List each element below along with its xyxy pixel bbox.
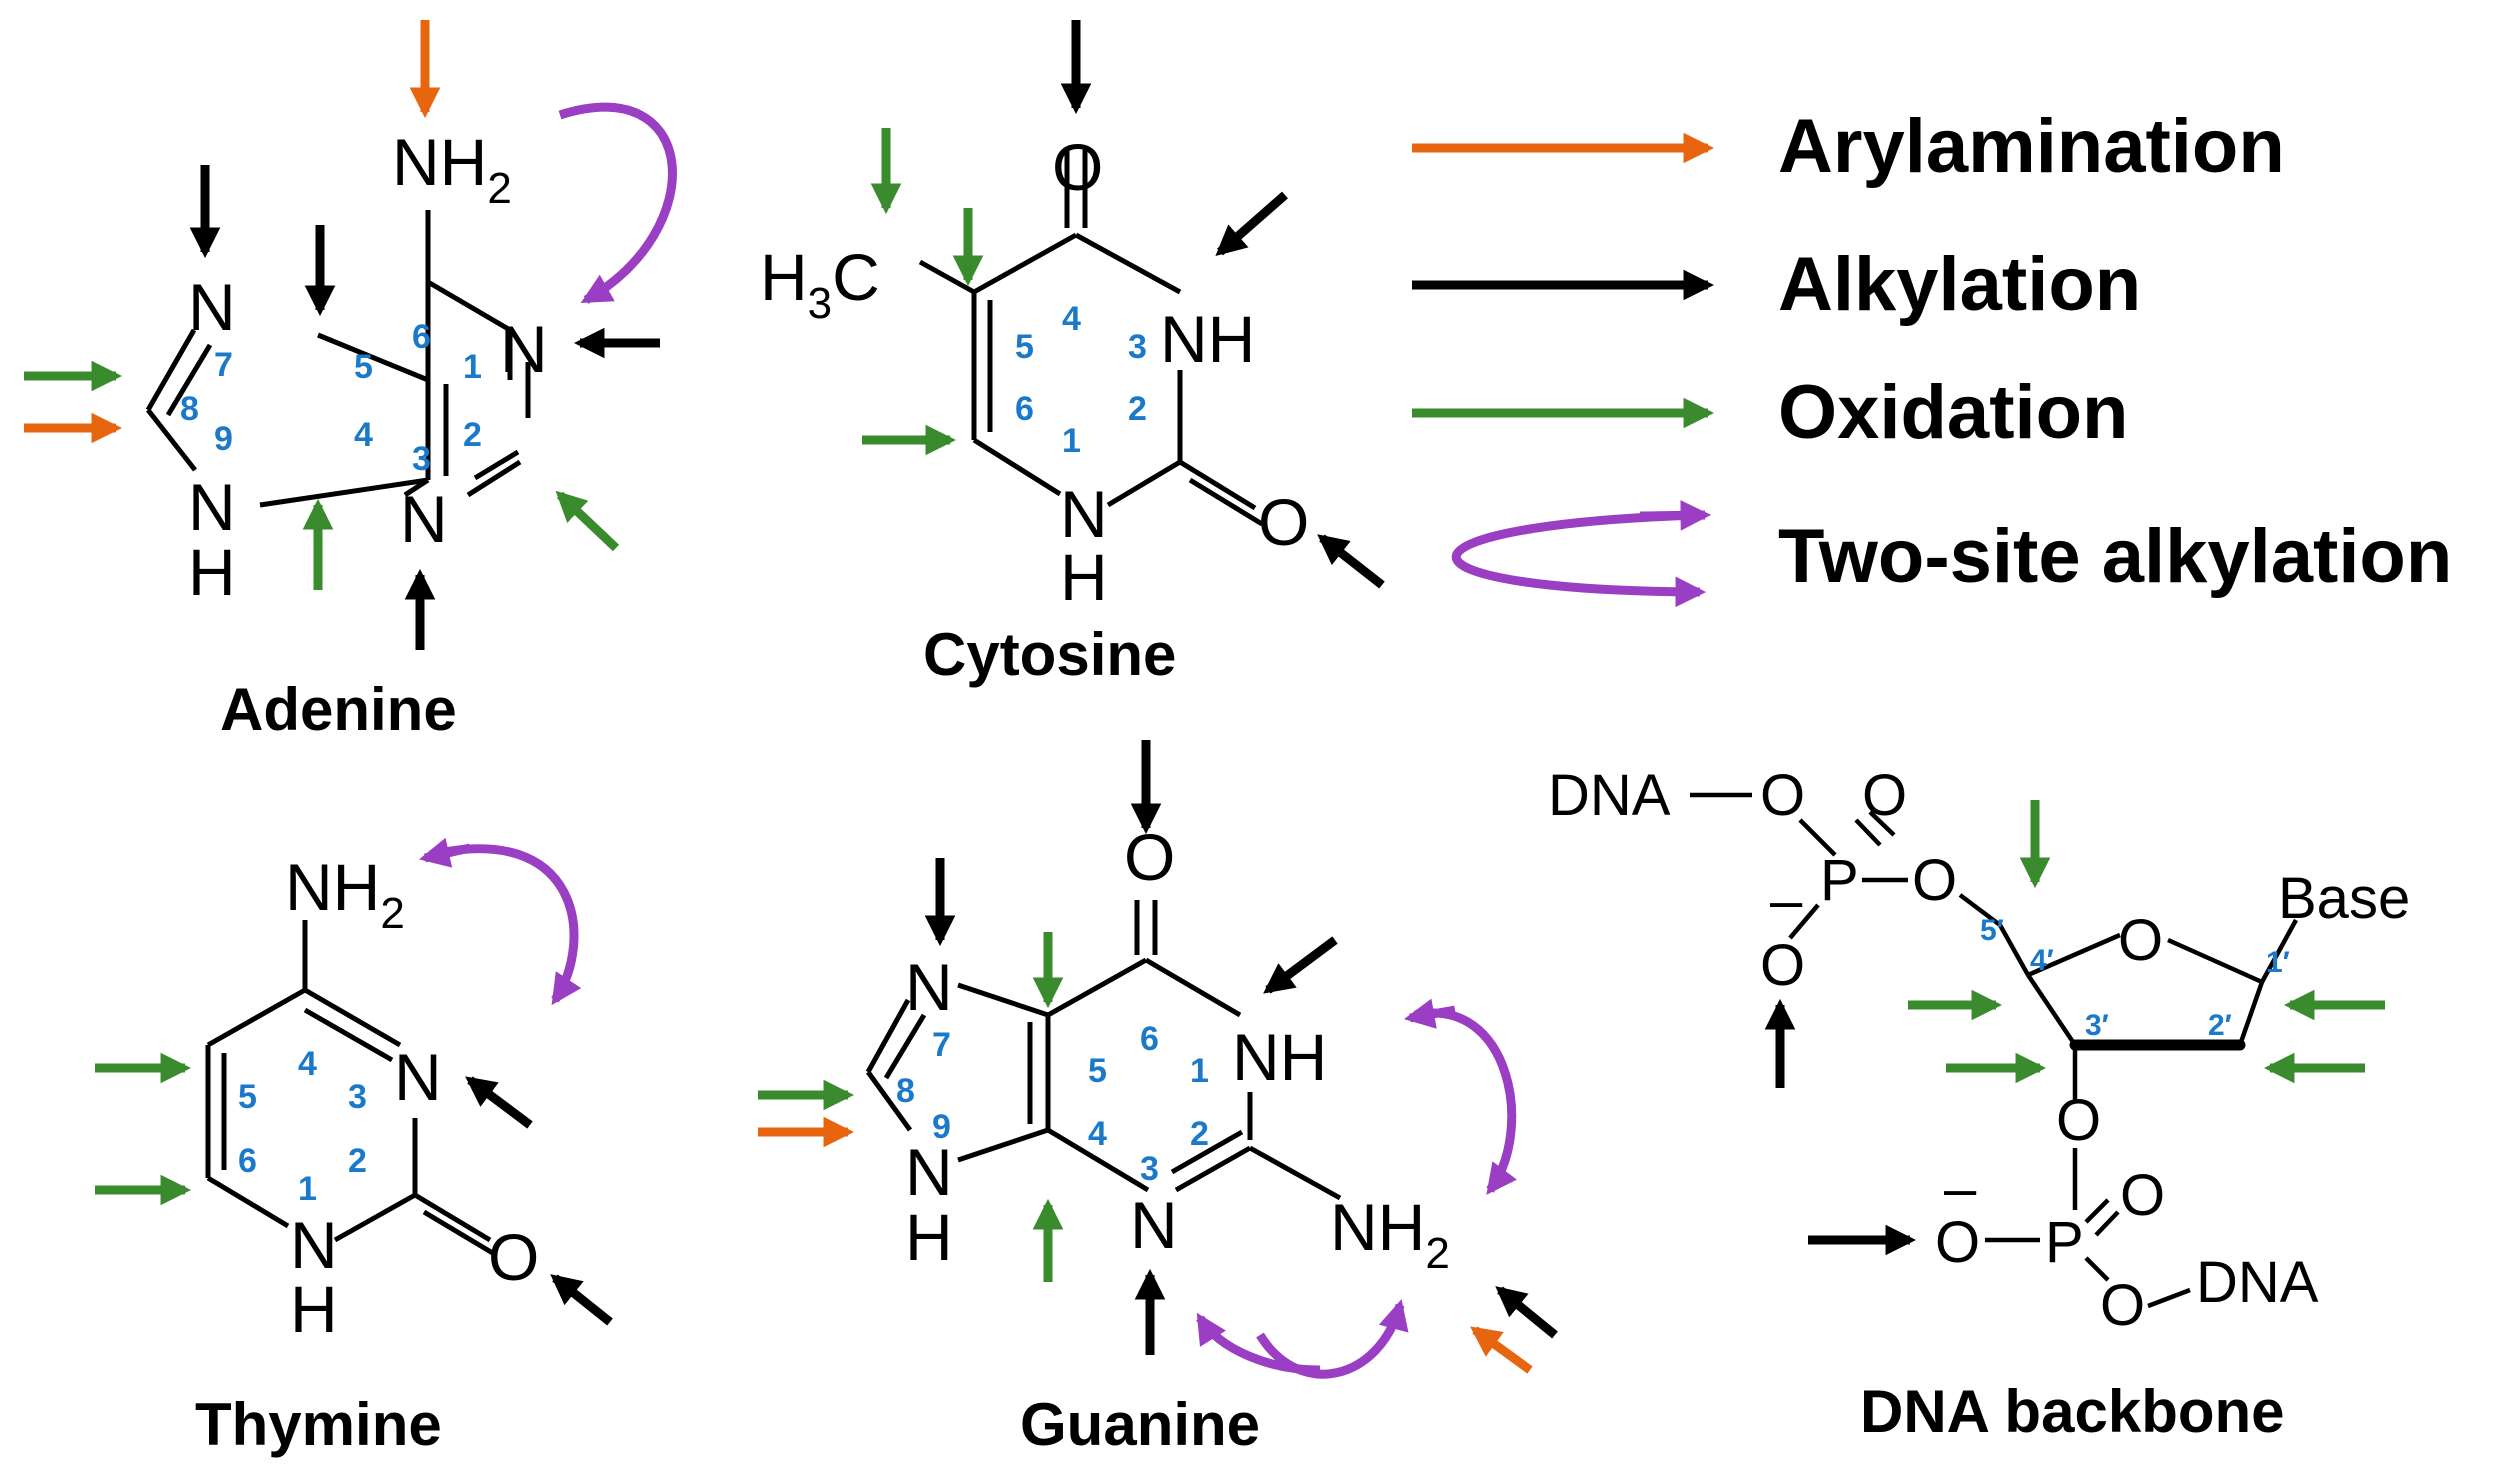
backbone-o-bottom: O (2100, 1273, 2145, 1338)
backbone-structure: DNA O O P – O O O Base O P – O O O DNA 1… (1548, 763, 2410, 1445)
adenine-num-8: 8 (180, 390, 199, 428)
cytosine-num-4: 4 (1062, 300, 1081, 338)
adenine-num-7: 7 (214, 346, 233, 384)
guanine-num-1: 1 (1190, 1052, 1209, 1090)
legend-alkylation-label: Alkylation (1778, 242, 2141, 327)
backbone-minus-top: – (1770, 868, 1803, 933)
guanine-n9: N (905, 1135, 953, 1209)
guanine-num-7: 7 (932, 1026, 951, 1064)
adenine-n1: N (500, 312, 548, 386)
backbone-num-5p: 5′ (1980, 914, 2004, 947)
guanine-nh2: NH2 (1330, 1190, 1450, 1278)
cytosine-arrows (862, 20, 1385, 589)
backbone-num-1p: 1′ (2266, 946, 2290, 979)
backbone-o-5prime: O (1912, 848, 1957, 913)
thymine-nh2: NH2 (285, 850, 405, 938)
cytosine-n3: NH (1160, 302, 1255, 376)
cytosine-num-5: 5 (1015, 328, 1034, 366)
adenine-n3: N (400, 482, 448, 556)
legend-arylamination-label: Arylamination (1778, 104, 2285, 189)
backbone-p-bottom: P (2045, 1210, 2084, 1275)
thymine-num-6: 6 (238, 1142, 257, 1180)
cytosine-o4: O (1052, 130, 1103, 204)
thymine-o2: O (488, 1220, 539, 1294)
cytosine-num-2: 2 (1128, 390, 1147, 428)
backbone-dna-top: DNA (1548, 763, 1671, 828)
adenine-num-2: 2 (463, 416, 482, 454)
cytosine-structure: O NH N H O H3C 1 2 3 4 5 6 Cytosine (760, 130, 1309, 688)
cytosine-num-1: 1 (1062, 422, 1081, 460)
thymine-num-5: 5 (238, 1078, 257, 1116)
thymine-structure: NH2 N N H O 1 2 3 4 5 6 Thymine (195, 850, 539, 1458)
adenine-h9: H (188, 535, 236, 609)
guanine-n7: N (905, 950, 953, 1024)
legend-two-site-arrow (1451, 510, 1707, 608)
adenine-num-5: 5 (354, 348, 373, 386)
cytosine-num-6: 6 (1015, 390, 1034, 428)
backbone-base: Base (2278, 866, 2410, 931)
backbone-num-2p: 2′ (2208, 1009, 2232, 1042)
legend-oxidation-label: Oxidation (1778, 370, 2128, 455)
cytosine-title: Cytosine (923, 621, 1176, 688)
thymine-arrows (95, 837, 613, 1326)
guanine-title: Guanine (1020, 1391, 1260, 1458)
thymine-n1: N (290, 1208, 338, 1282)
guanine-h9: H (905, 1200, 953, 1274)
guanine-num-4: 4 (1088, 1115, 1107, 1153)
guanine-num-5: 5 (1088, 1052, 1107, 1090)
adenine-num-3: 3 (412, 440, 431, 478)
legend: Arylamination Alkylation Oxidation Two-s… (1412, 104, 2452, 608)
adenine-num-6: 6 (412, 318, 431, 356)
guanine-num-3: 3 (1140, 1150, 1159, 1188)
thymine-num-1: 1 (298, 1170, 317, 1208)
cytosine-o2: O (1258, 485, 1309, 559)
backbone-p-top: P (1820, 848, 1859, 913)
backbone-o-double-bottom: O (2120, 1163, 2165, 1228)
backbone-o-top2: O (1862, 763, 1907, 828)
thymine-num-4: 4 (298, 1045, 317, 1083)
backbone-num-3p: 3′ (2085, 1009, 2109, 1042)
backbone-ring-o: O (2118, 908, 2163, 973)
cytosine-num-3: 3 (1128, 328, 1147, 366)
guanine-arrows (758, 740, 1558, 1379)
backbone-arrows (1764, 800, 2385, 1256)
adenine-title: Adenine (220, 676, 457, 743)
guanine-o6: O (1124, 820, 1175, 894)
adenine-arrows (24, 20, 677, 650)
guanine-num-2: 2 (1190, 1115, 1209, 1153)
guanine-n3: N (1130, 1188, 1178, 1262)
thymine-num-2: 2 (348, 1142, 367, 1180)
guanine-num-6: 6 (1140, 1020, 1159, 1058)
adenine-num-4: 4 (354, 416, 373, 454)
adenine-num-1: 1 (463, 348, 482, 386)
backbone-o-minus: O (1760, 933, 1805, 998)
thymine-h1: H (290, 1272, 338, 1346)
adenine-num-9: 9 (214, 420, 233, 458)
guanine-n1: NH (1232, 1020, 1327, 1094)
guanine-num-9: 9 (932, 1108, 951, 1146)
backbone-minus-bottom: – (1944, 1156, 1977, 1221)
backbone-o-minus-bottom: O (1935, 1210, 1980, 1275)
adenine-structure: NH2 N N N N H 1 2 3 4 5 6 7 8 9 Adenine (145, 125, 548, 743)
cytosine-ch3: H3C (760, 240, 880, 328)
thymine-num-3: 3 (348, 1078, 367, 1116)
cytosine-h1: H (1060, 540, 1108, 614)
adenine-n9: N (188, 470, 236, 544)
backbone-o-top1: O (1760, 763, 1805, 828)
legend-two-site-label: Two-site alkylation (1778, 514, 2452, 599)
adenine-nh2: NH2 (392, 125, 512, 213)
thymine-title: Thymine (195, 1391, 442, 1458)
backbone-o-3prime: O (2056, 1088, 2101, 1153)
thymine-n3: N (394, 1040, 442, 1114)
backbone-num-4p: 4′ (2030, 944, 2054, 977)
adenine-n7: N (188, 270, 236, 344)
backbone-dna-bottom: DNA (2196, 1250, 2319, 1315)
cytosine-n1: N (1060, 477, 1108, 551)
backbone-title: DNA backbone (1860, 1378, 2285, 1445)
guanine-num-8: 8 (896, 1072, 915, 1110)
